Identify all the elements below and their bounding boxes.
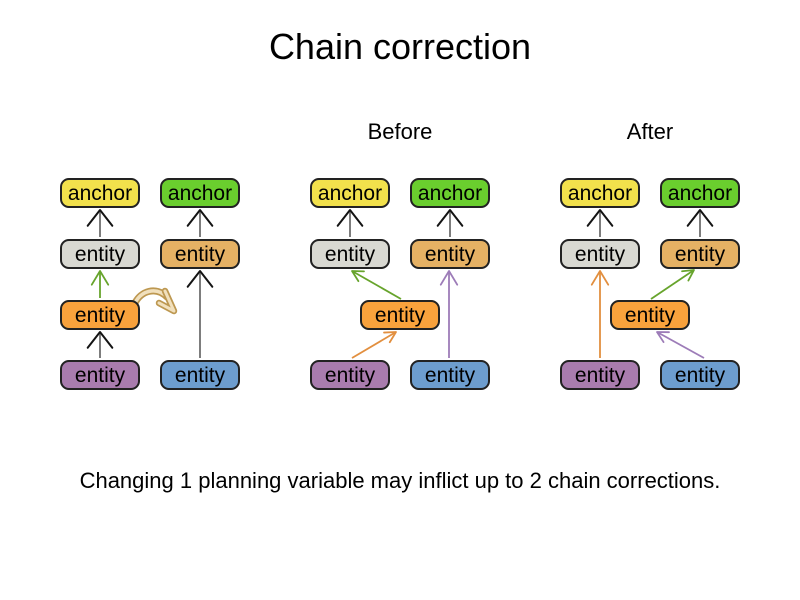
node-initial-anchor-left: anchor — [60, 178, 140, 208]
node-initial-entity-tan: entity — [160, 239, 240, 269]
arrow — [186, 209, 214, 237]
node-initial-entity-blue: entity — [160, 360, 240, 390]
arrow — [439, 270, 459, 358]
node-after-entity-purple: entity — [560, 360, 640, 390]
node-initial-entity-orange: entity — [60, 300, 140, 330]
node-after-entity-gray: entity — [560, 239, 640, 269]
node-before-entity-blue: entity — [410, 360, 490, 390]
arrow — [351, 270, 402, 300]
node-after-anchor-left: anchor — [560, 178, 640, 208]
node-after-entity-blue: entity — [660, 360, 740, 390]
node-before-anchor-right: anchor — [410, 178, 490, 208]
node-before-entity-orange: entity — [360, 300, 440, 330]
arrow — [90, 270, 110, 298]
caption-text: Changing 1 planning variable may inflict… — [79, 468, 721, 493]
arrow — [436, 209, 464, 237]
arrow — [590, 270, 610, 358]
after-label: After — [626, 119, 674, 144]
arrow — [336, 209, 364, 237]
node-initial-anchor-right: anchor — [160, 178, 240, 208]
node-before-entity-tan: entity — [410, 239, 490, 269]
arrow — [86, 209, 114, 237]
node-before-entity-gray: entity — [310, 239, 390, 269]
node-initial-entity-gray: entity — [60, 239, 140, 269]
node-before-entity-purple: entity — [310, 360, 390, 390]
diagram-title: Chain correction — [268, 26, 532, 67]
arrow — [656, 331, 705, 359]
node-initial-entity-purple: entity — [60, 360, 140, 390]
arrow — [86, 331, 114, 358]
arrow — [351, 331, 397, 359]
move-arrow-icon — [131, 287, 178, 315]
before-label: Before — [367, 119, 433, 144]
arrow — [686, 209, 714, 237]
node-before-anchor-left: anchor — [310, 178, 390, 208]
node-after-entity-tan: entity — [660, 239, 740, 269]
arrow — [186, 270, 214, 358]
node-after-anchor-right: anchor — [660, 178, 740, 208]
node-after-entity-orange: entity — [610, 300, 690, 330]
arrow — [650, 269, 695, 300]
arrow — [586, 209, 614, 237]
